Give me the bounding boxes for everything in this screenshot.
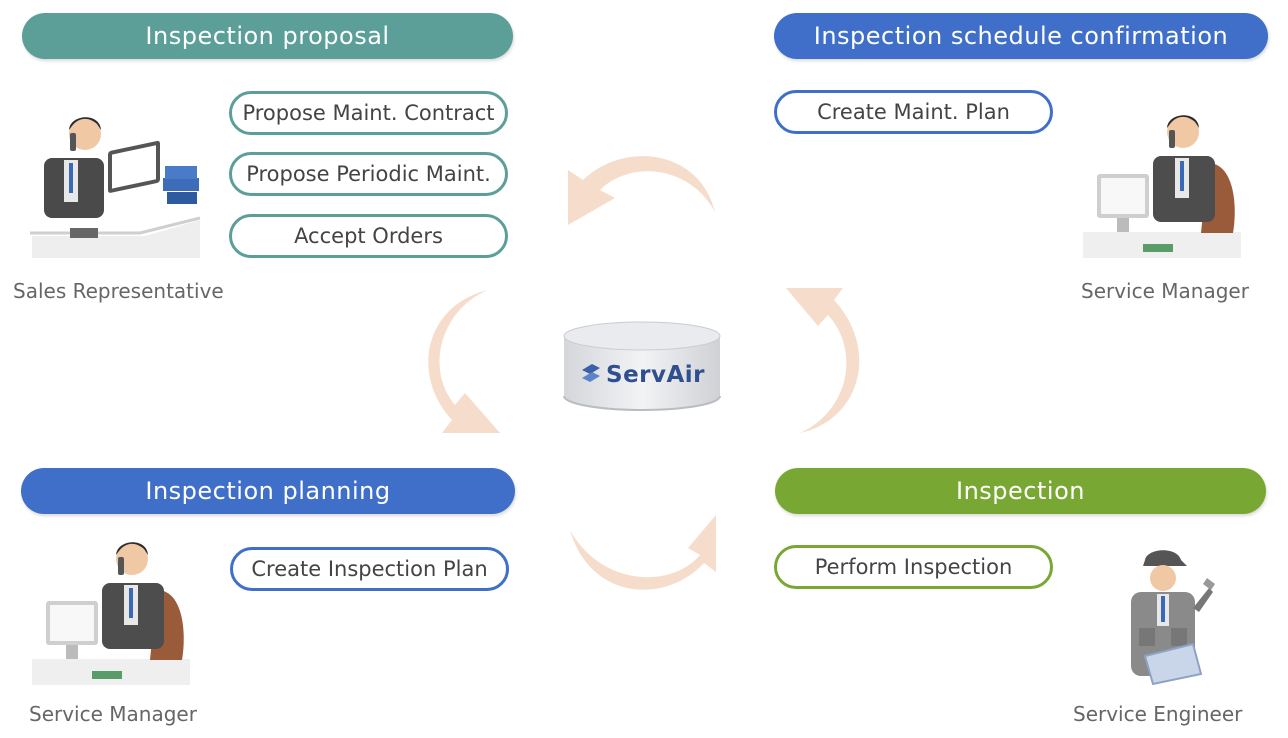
service-engineer-illustration xyxy=(1115,548,1225,688)
role-service-manager-top: Service Manager xyxy=(1081,279,1249,303)
section-header-proposal: Inspection proposal xyxy=(22,13,513,59)
task-create-maint-plan: Create Maint. Plan xyxy=(774,90,1053,134)
servair-database: ServAir xyxy=(562,318,722,413)
task-propose-periodic-maint: Propose Periodic Maint. xyxy=(229,152,508,196)
task-accept-orders: Accept Orders xyxy=(229,214,508,258)
service-manager-illustration-bottom xyxy=(32,535,192,687)
role-service-manager-bottom: Service Manager xyxy=(29,702,197,726)
sales-representative-illustration xyxy=(30,108,202,263)
section-header-planning: Inspection planning xyxy=(21,468,515,514)
arrow-bottom xyxy=(570,515,716,590)
section-header-inspection: Inspection xyxy=(775,468,1266,514)
role-sales-representative: Sales Representative xyxy=(13,279,224,303)
arrow-left xyxy=(428,290,500,433)
service-manager-illustration-top xyxy=(1083,108,1243,260)
task-create-inspection-plan: Create Inspection Plan xyxy=(230,547,509,591)
task-perform-inspection: Perform Inspection xyxy=(774,545,1053,589)
task-propose-maint-contract: Propose Maint. Contract xyxy=(229,91,508,135)
arrow-top xyxy=(568,156,715,225)
servair-logo-text: ServAir xyxy=(606,362,706,388)
section-header-schedule: Inspection schedule confirmation xyxy=(774,13,1268,59)
servair-logo-icon xyxy=(582,364,600,382)
role-service-engineer: Service Engineer xyxy=(1073,702,1243,726)
arrow-right xyxy=(786,288,860,433)
